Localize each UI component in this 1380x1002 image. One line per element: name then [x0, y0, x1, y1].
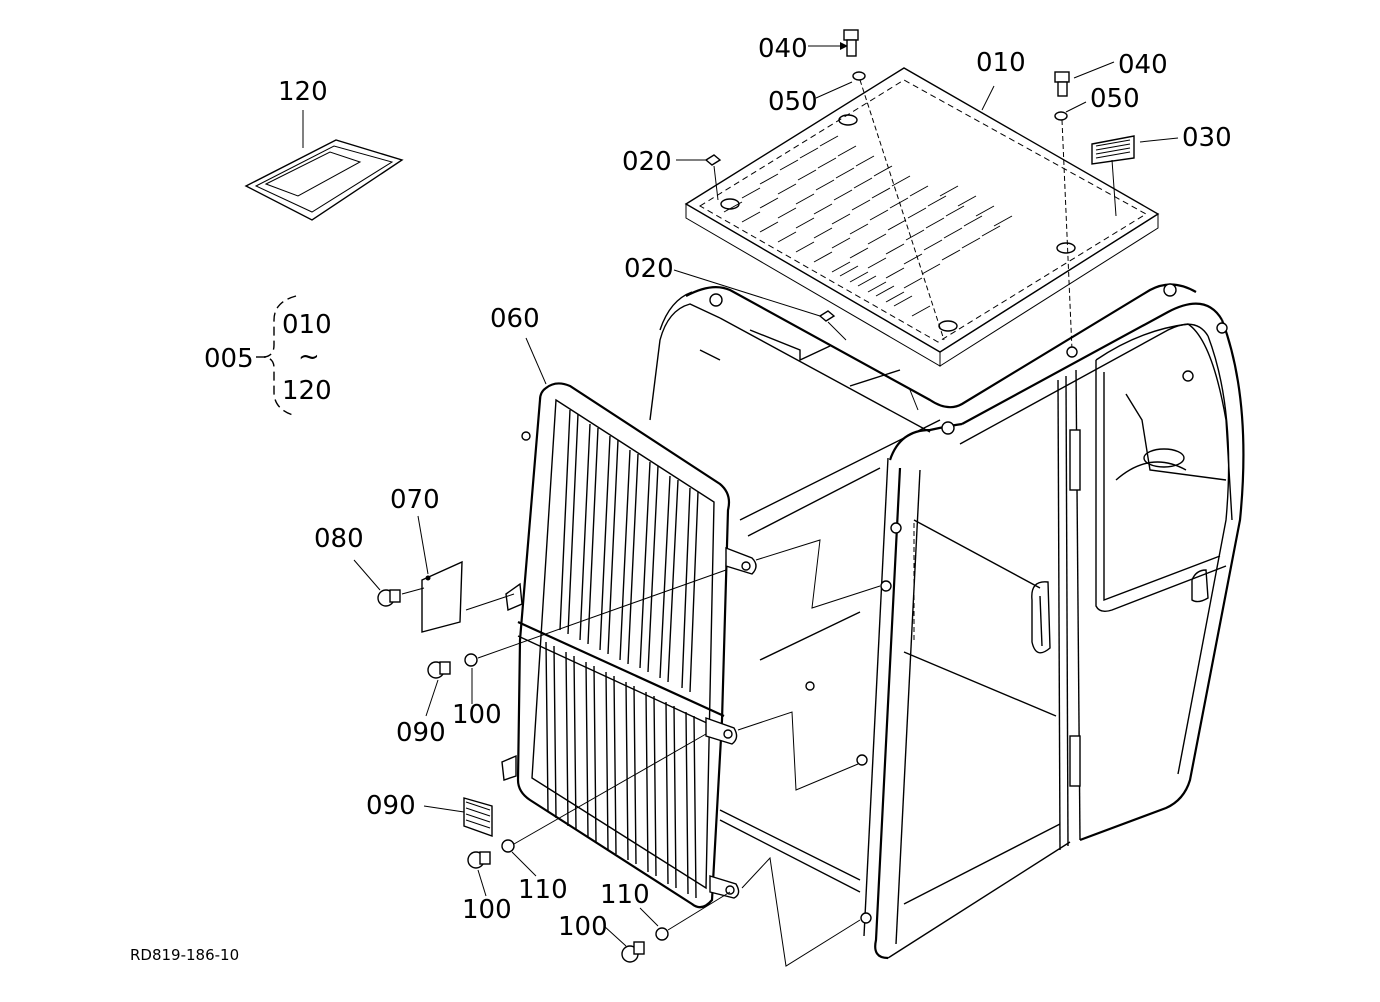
callout-090-label: 090 [366, 791, 416, 821]
callout-020-upper: 020 [622, 147, 672, 177]
callout-120-range-end: 120 [282, 376, 332, 406]
callout-080-bolt: 080 [314, 524, 364, 554]
plate-part [417, 515, 463, 633]
callout-040-right: 040 [1118, 50, 1168, 80]
roof-panel-part [684, 67, 1160, 367]
roof-vent-slots [723, 135, 1013, 317]
front-guard-part [465, 337, 881, 967]
guard-label-sticker [423, 797, 493, 837]
drawing-code: RD819-186-10 [130, 946, 239, 964]
callout-110-lower: 110 [600, 880, 650, 910]
callout-050-right: 050 [1090, 84, 1140, 114]
callout-100-lower: 100 [558, 912, 608, 942]
frame-mount-points [709, 283, 1228, 924]
callout-040-left: 040 [758, 34, 808, 64]
bolt-washer-middle [467, 733, 707, 897]
callout-050-left: 050 [768, 87, 818, 117]
bolt-washer-lower [603, 891, 731, 963]
callout-070-plate: 070 [390, 485, 440, 515]
callout-120-manual: 120 [278, 77, 328, 107]
bolt-080 [353, 559, 425, 607]
roof-label-sticker [1091, 135, 1179, 217]
callout-100-upper: 090 [396, 718, 446, 748]
roof-seal-upper [676, 154, 722, 201]
callout-020-lower: 020 [624, 254, 674, 284]
callout-110-upper: 100 [452, 700, 502, 730]
callout-030-label: 030 [1182, 123, 1232, 153]
roof-bolt-right [1054, 61, 1115, 351]
callout-010-roof: 010 [976, 48, 1026, 78]
callout-010-range-start: 010 [282, 310, 332, 340]
callout-005-assembly: 005 [204, 344, 254, 374]
roof-bolt-left [808, 29, 945, 341]
operator-manual-part [244, 110, 404, 221]
guard-bars [545, 409, 699, 899]
callout-range-tilde: ~ [298, 342, 320, 372]
callout-100-middle: 100 [462, 895, 512, 925]
bolt-washer-upper [425, 569, 727, 717]
callout-110-middle: 110 [518, 875, 568, 905]
assembly-brace [256, 295, 297, 417]
callout-060-guard: 060 [490, 304, 540, 334]
roof-seal-lower [673, 269, 847, 341]
cabin-frame [649, 283, 1245, 960]
